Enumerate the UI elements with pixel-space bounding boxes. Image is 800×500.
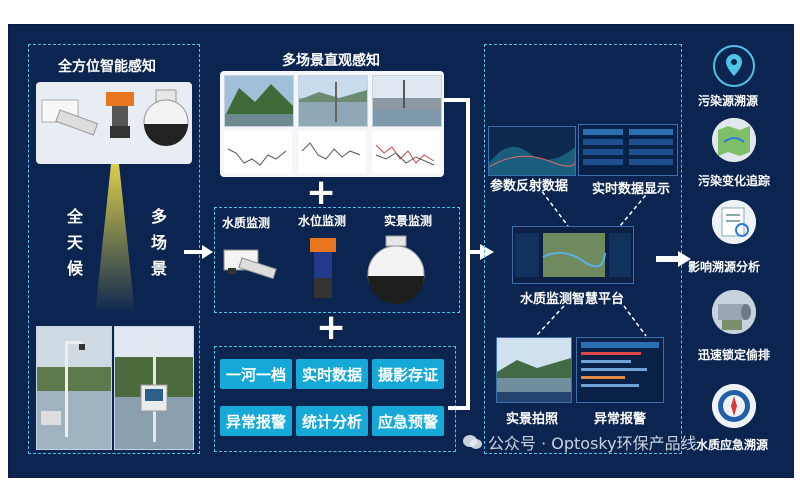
dashed-connectors-bottom xyxy=(535,305,647,337)
dashed-connectors-top xyxy=(537,185,651,227)
outcome-lock-illegal-discharge: 迅速锁定偷排 xyxy=(698,348,771,362)
light-beam xyxy=(95,164,135,314)
feature-river-file: 一河一档 xyxy=(220,359,292,389)
monitoring-station-photo xyxy=(114,326,194,450)
analysis-report-icon xyxy=(712,200,756,244)
left-section xyxy=(28,44,200,454)
scene-title: 多场景直观感知 xyxy=(282,53,380,69)
scene-photo-dam xyxy=(372,75,442,127)
vertical-left-text: 全 天 候 xyxy=(66,204,84,282)
watermark-text: 公众号 · Optosky环保产品线 xyxy=(488,434,697,453)
param-reflect-label: 参数反射数据 xyxy=(490,179,569,194)
outcome-impact-analysis: 影响溯源分析 xyxy=(688,260,761,274)
sensor-products-panel xyxy=(36,82,192,164)
feature-abnormal-alarm: 异常报警 xyxy=(220,406,292,436)
discharge-pipe-icon xyxy=(712,290,756,334)
platform-center-label: 水质监测智慧平台 xyxy=(520,292,625,307)
feature-statistics: 统计分析 xyxy=(296,406,368,436)
vertical-left-char-2: 天 xyxy=(66,233,83,252)
connector-lines xyxy=(444,98,494,410)
compass-icon xyxy=(712,384,756,428)
feature-realtime-data: 实时数据 xyxy=(296,359,368,389)
water-level-label: 水位监测 xyxy=(298,214,347,228)
wechat-icon xyxy=(462,434,482,450)
outcome-pollution-tracking: 污染变化追踪 xyxy=(698,174,771,188)
vertical-right-char-3: 景 xyxy=(150,259,167,278)
monitors-section xyxy=(214,207,460,313)
riverside-camera-photo xyxy=(36,326,112,450)
scene-panel xyxy=(220,71,444,177)
feature-photo-evidence: 摄影存证 xyxy=(372,359,444,389)
vertical-right-text: 多 场 景 xyxy=(150,204,168,282)
plus-sign-bottom: + xyxy=(316,307,347,348)
scene-photo-mountain xyxy=(224,75,294,127)
outcome-pollution-source: 污染源溯源 xyxy=(698,94,759,108)
monitor-devices xyxy=(223,235,425,304)
features-section xyxy=(214,346,456,452)
platform-section xyxy=(484,44,682,454)
feature-emergency-warning: 应急预警 xyxy=(372,406,444,436)
arrow-left-to-monitors xyxy=(184,245,213,259)
water-quality-label: 水质监测 xyxy=(222,216,271,230)
vertical-left-char-1: 全 xyxy=(66,207,83,226)
watermark: 公众号 · Optosky环保产品线 xyxy=(462,430,697,454)
arrow-platform-to-outcomes xyxy=(656,251,691,267)
outcome-emergency-tracing: 水质应急溯源 xyxy=(696,438,769,452)
realtime-display-label: 实时数据显示 xyxy=(592,182,671,197)
platform-center-screen xyxy=(512,226,634,284)
location-pin-icon xyxy=(712,44,756,88)
map-icon xyxy=(712,118,756,162)
vertical-left-char-3: 候 xyxy=(66,259,83,278)
left-title: 全方位智能感知 xyxy=(58,59,156,75)
plus-sign-top: + xyxy=(306,172,337,213)
alarm-label: 异常报警 xyxy=(594,412,647,427)
scene-trend-charts xyxy=(224,131,440,173)
vertical-right-char-1: 多 xyxy=(150,207,167,226)
vertical-right-char-2: 场 xyxy=(150,233,167,252)
scene-photo-lake xyxy=(298,75,368,127)
realscene-photo-label: 实景拍照 xyxy=(506,412,559,427)
real-scene-label: 实景监测 xyxy=(384,214,433,228)
sensor-products-image xyxy=(41,89,189,146)
realscene-photo-screen xyxy=(496,337,572,403)
alarm-screen xyxy=(576,337,664,403)
realtime-display-screen xyxy=(578,124,678,176)
param-reflect-screen xyxy=(488,126,576,176)
